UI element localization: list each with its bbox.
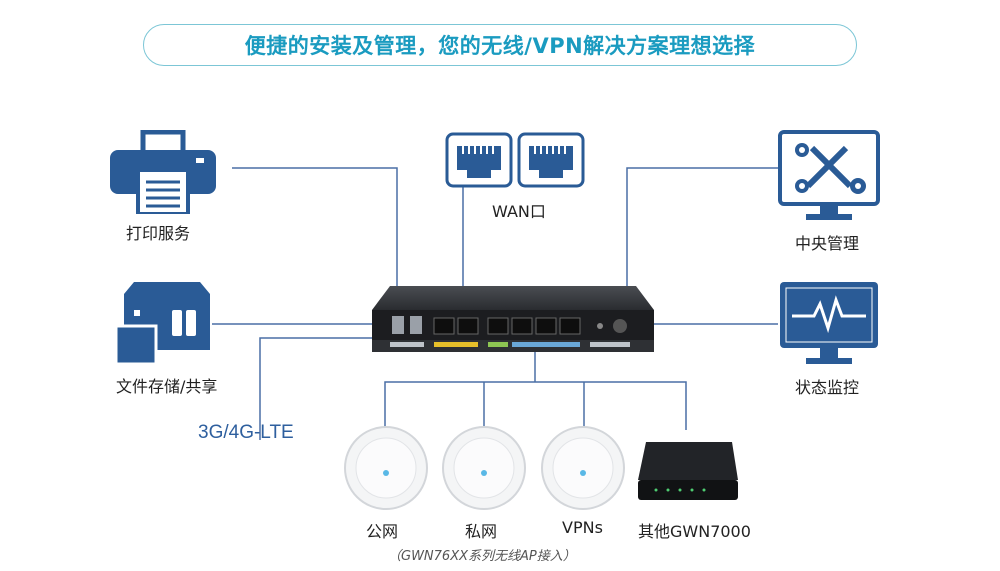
ethernet-port-icon xyxy=(445,132,513,188)
status-monitor-icon xyxy=(780,282,878,364)
access-point-icon xyxy=(442,426,526,510)
ap-public-label: 公网 xyxy=(366,522,399,541)
header-title: 便捷的安装及管理，您的无线/VPN解决方案理想选择 xyxy=(244,34,756,58)
ap-vpn-label: VPNs xyxy=(562,518,603,537)
wan-port-icons xyxy=(445,132,585,188)
printer-icon xyxy=(110,130,216,214)
ethernet-port-icon xyxy=(517,132,585,188)
access-point-icon xyxy=(541,426,625,510)
gwn-router-icon xyxy=(638,442,738,500)
storage-label: 文件存储/共享 xyxy=(116,377,218,396)
central-management-label: 中央管理 xyxy=(795,234,860,253)
lte-label: 3G/4G-LTE xyxy=(198,422,294,443)
ap-private-label: 私网 xyxy=(465,522,498,541)
storage-icon xyxy=(116,282,210,364)
router-device xyxy=(372,286,654,352)
status-monitor-label: 状态监控 xyxy=(795,378,860,397)
central-management-icon xyxy=(778,130,880,220)
gwn-label: 其他GWN7000 xyxy=(638,522,751,541)
access-point-icon xyxy=(344,426,428,510)
ap-note: （GWN76XX系列无线AP接入） xyxy=(388,549,576,564)
wan-label: WAN口 xyxy=(492,202,546,221)
header-banner: 便捷的安装及管理，您的无线/VPN解决方案理想选择 xyxy=(143,24,857,66)
print-service-label: 打印服务 xyxy=(126,224,191,243)
